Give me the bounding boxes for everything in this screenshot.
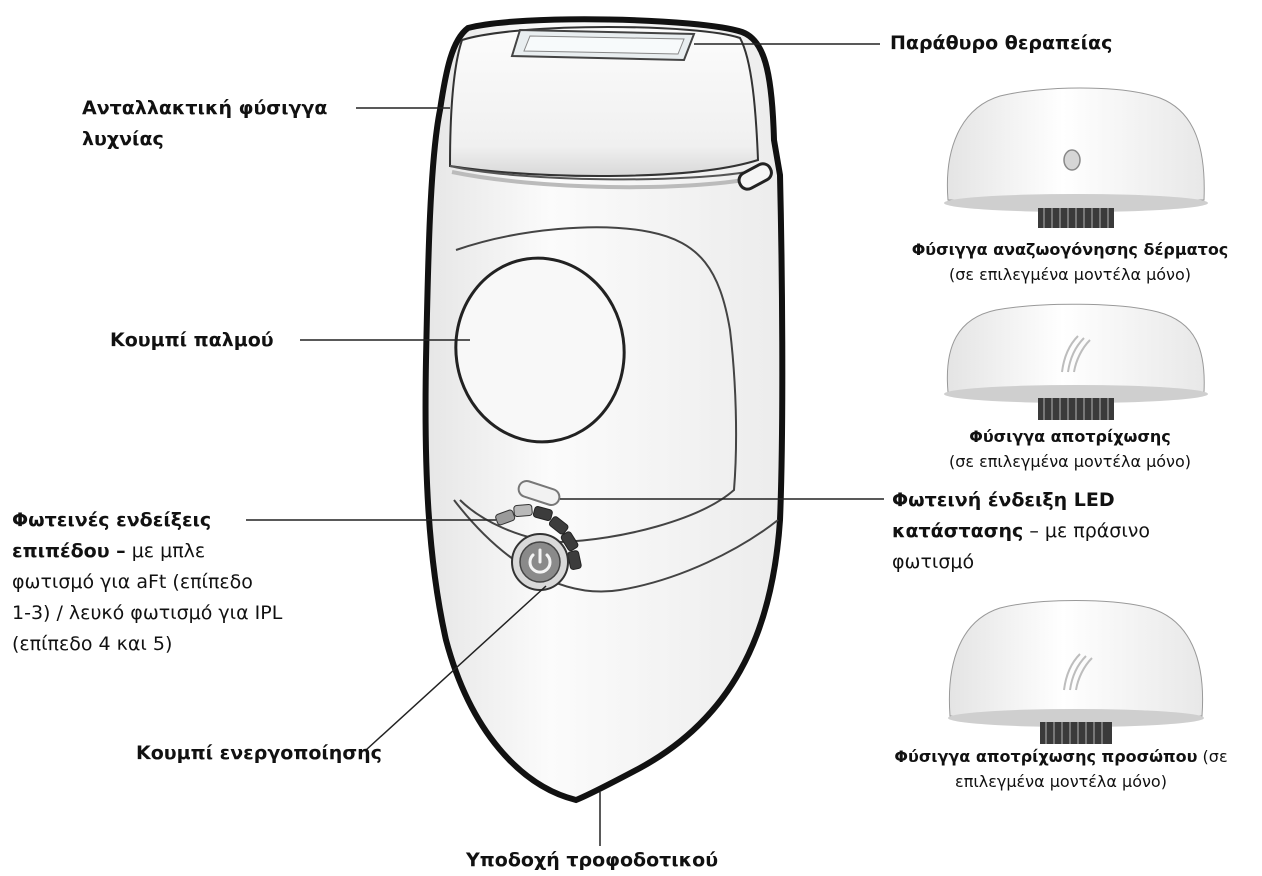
level-lights-text-2: με μπλε xyxy=(125,540,206,562)
cartridge-edge xyxy=(449,165,759,181)
lamp-cartridge-line2: λυχνίας xyxy=(82,128,164,150)
lamp-cartridge xyxy=(448,26,760,178)
status-led-text-2: – με πράσινο xyxy=(1023,520,1151,542)
level-lights-text-4: 1-3) / λευκό φωτισμό για IPL xyxy=(12,602,283,624)
attachment-face xyxy=(948,600,1204,744)
face-hair-icon xyxy=(1063,653,1093,691)
level-lights-title-1: Φωτεινές ενδείξεις xyxy=(12,509,212,531)
caption-skin-title: Φύσιγγα αναζωογόνησης δέρματος xyxy=(911,240,1229,259)
label-power-button: Κουμπί ενεργοποίησης xyxy=(136,742,382,764)
level-light-4 xyxy=(548,516,569,535)
label-power-socket: Υποδοχή τροφοδοτικού xyxy=(466,849,719,871)
status-led-title-1: Φωτεινή ένδειξη LED xyxy=(892,489,1115,511)
attachment-skin-rim xyxy=(944,194,1208,212)
attachment-skin-grille xyxy=(1043,208,1109,228)
caption-skin-attachment: Φύσιγγα αναζωογόνησης δέρματος (σε επιλε… xyxy=(870,237,1262,287)
attachment-face-grille xyxy=(1045,722,1103,744)
lamp-cartridge-line1: Ανταλλακτική φύσιγγα xyxy=(82,97,328,119)
label-lamp-cartridge: Ανταλλακτική φύσιγγα λυχνίας xyxy=(82,93,327,155)
leader-power-button xyxy=(365,585,547,751)
attachment-hair xyxy=(944,303,1208,420)
leader-lines xyxy=(246,43,884,846)
level-light-6 xyxy=(567,550,582,570)
panel-bottom-curve xyxy=(453,499,779,593)
attachment-hair-grille xyxy=(1043,398,1109,420)
status-led xyxy=(517,479,561,507)
caption-skin-subtitle: (σε επιλεγμένα μοντέλα μόνο) xyxy=(948,265,1192,284)
skin-sensor-icon xyxy=(1063,149,1081,171)
status-led-title-2: κατάστασης xyxy=(892,520,1024,542)
label-status-led: Φωτεινή ένδειξη LED κατάστασης – με πράσ… xyxy=(892,485,1150,578)
treatment-window-inner xyxy=(523,35,685,55)
attachment-face-rim xyxy=(948,709,1204,727)
caption-hair-title: Φύσιγγα αποτρίχωσης xyxy=(969,427,1171,446)
label-level-lights: Φωτεινές ενδείξεις επιπέδου – με μπλε φω… xyxy=(12,505,282,660)
pulse-button-shape[interactable] xyxy=(444,247,636,453)
level-lights xyxy=(495,503,582,570)
attachment-skin xyxy=(944,87,1208,228)
caption-face-subtitle-inline: (σε xyxy=(1197,747,1228,766)
level-light-5 xyxy=(560,531,579,552)
side-clip xyxy=(737,162,773,191)
level-lights-title-2: επιπέδου – xyxy=(12,540,126,562)
caption-hair-attachment: Φύσιγγα αποτρίχωσης (σε επιλεγμένα μοντέ… xyxy=(870,424,1262,474)
caption-face-attachment: Φύσιγγα αποτρίχωσης προσώπου (σε επιλεγμ… xyxy=(860,744,1262,794)
level-light-2 xyxy=(513,503,533,518)
caption-face-subtitle-2: επιλεγμένα μοντέλα μόνο) xyxy=(955,772,1167,791)
attachment-hair-rim xyxy=(944,385,1208,403)
level-light-3 xyxy=(532,506,553,521)
power-icon xyxy=(528,553,552,574)
caption-hair-subtitle: (σε επιλεγμένα μοντέλα μόνο) xyxy=(948,452,1192,471)
level-lights-text-3: φωτισμό για aFt (επίπεδο xyxy=(12,571,253,593)
level-light-1 xyxy=(495,509,516,526)
label-pulse-button: Κουμπί παλμού xyxy=(110,329,274,351)
attachment-skin-dome xyxy=(946,87,1205,201)
hair-icon xyxy=(1061,335,1091,373)
status-led-text-3: φωτισμό xyxy=(892,551,975,573)
ipl-device xyxy=(422,16,786,804)
level-lights-text-5: (επίπεδο 4 και 5) xyxy=(12,633,173,655)
caption-face-title: Φύσιγγα αποτρίχωσης προσώπου xyxy=(894,747,1198,766)
cartridge-shadow xyxy=(451,170,757,190)
label-treatment-window: Παράθυρο θεραπείας xyxy=(890,32,1113,54)
